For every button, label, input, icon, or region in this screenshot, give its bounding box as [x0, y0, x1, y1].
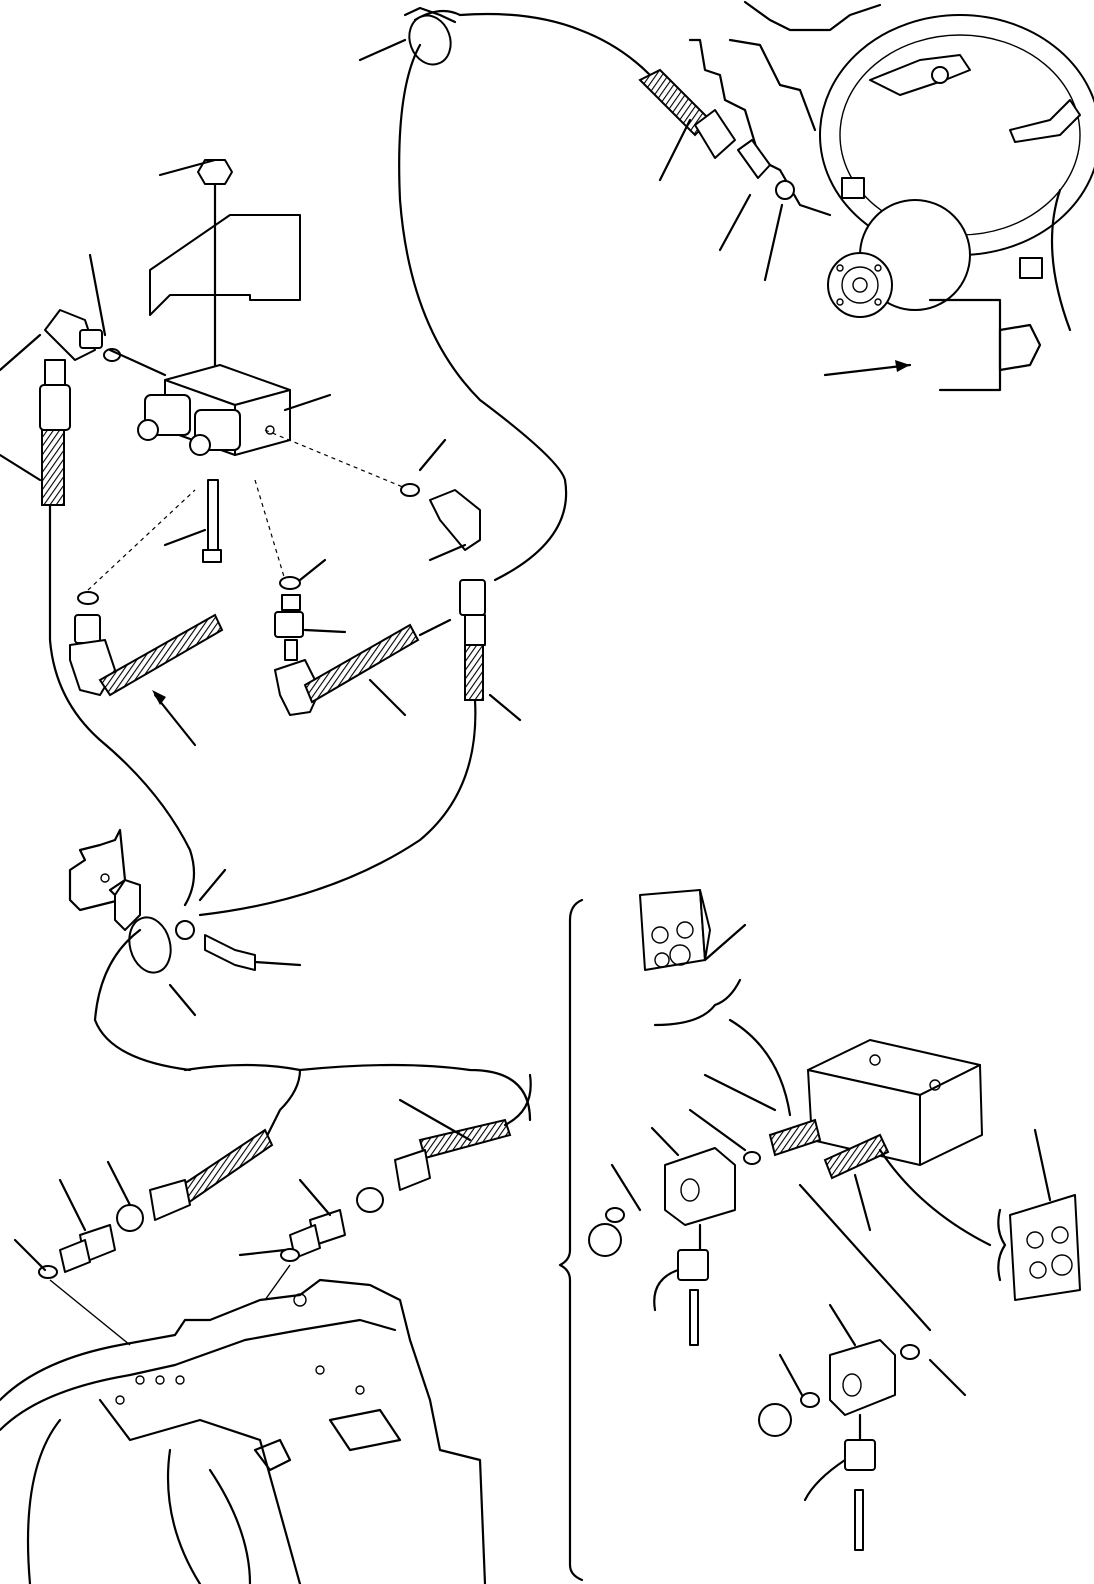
right-vertical-hose — [198, 579, 522, 917]
lower-loop-hose — [13, 1063, 532, 1346]
upper-hose-assembly — [358, 6, 795, 582]
transmission-upper-right — [688, 0, 1094, 392]
left-elbow-and-hose — [0, 253, 196, 907]
grommet-bracket — [68, 828, 302, 1072]
solenoid-valve-block — [137, 158, 481, 563]
inset-detail — [558, 889, 1081, 1582]
center-union-and-hose — [254, 479, 452, 717]
transmission-lower-left — [0, 1278, 487, 1584]
lower-left-elbow-hose — [69, 489, 224, 747]
